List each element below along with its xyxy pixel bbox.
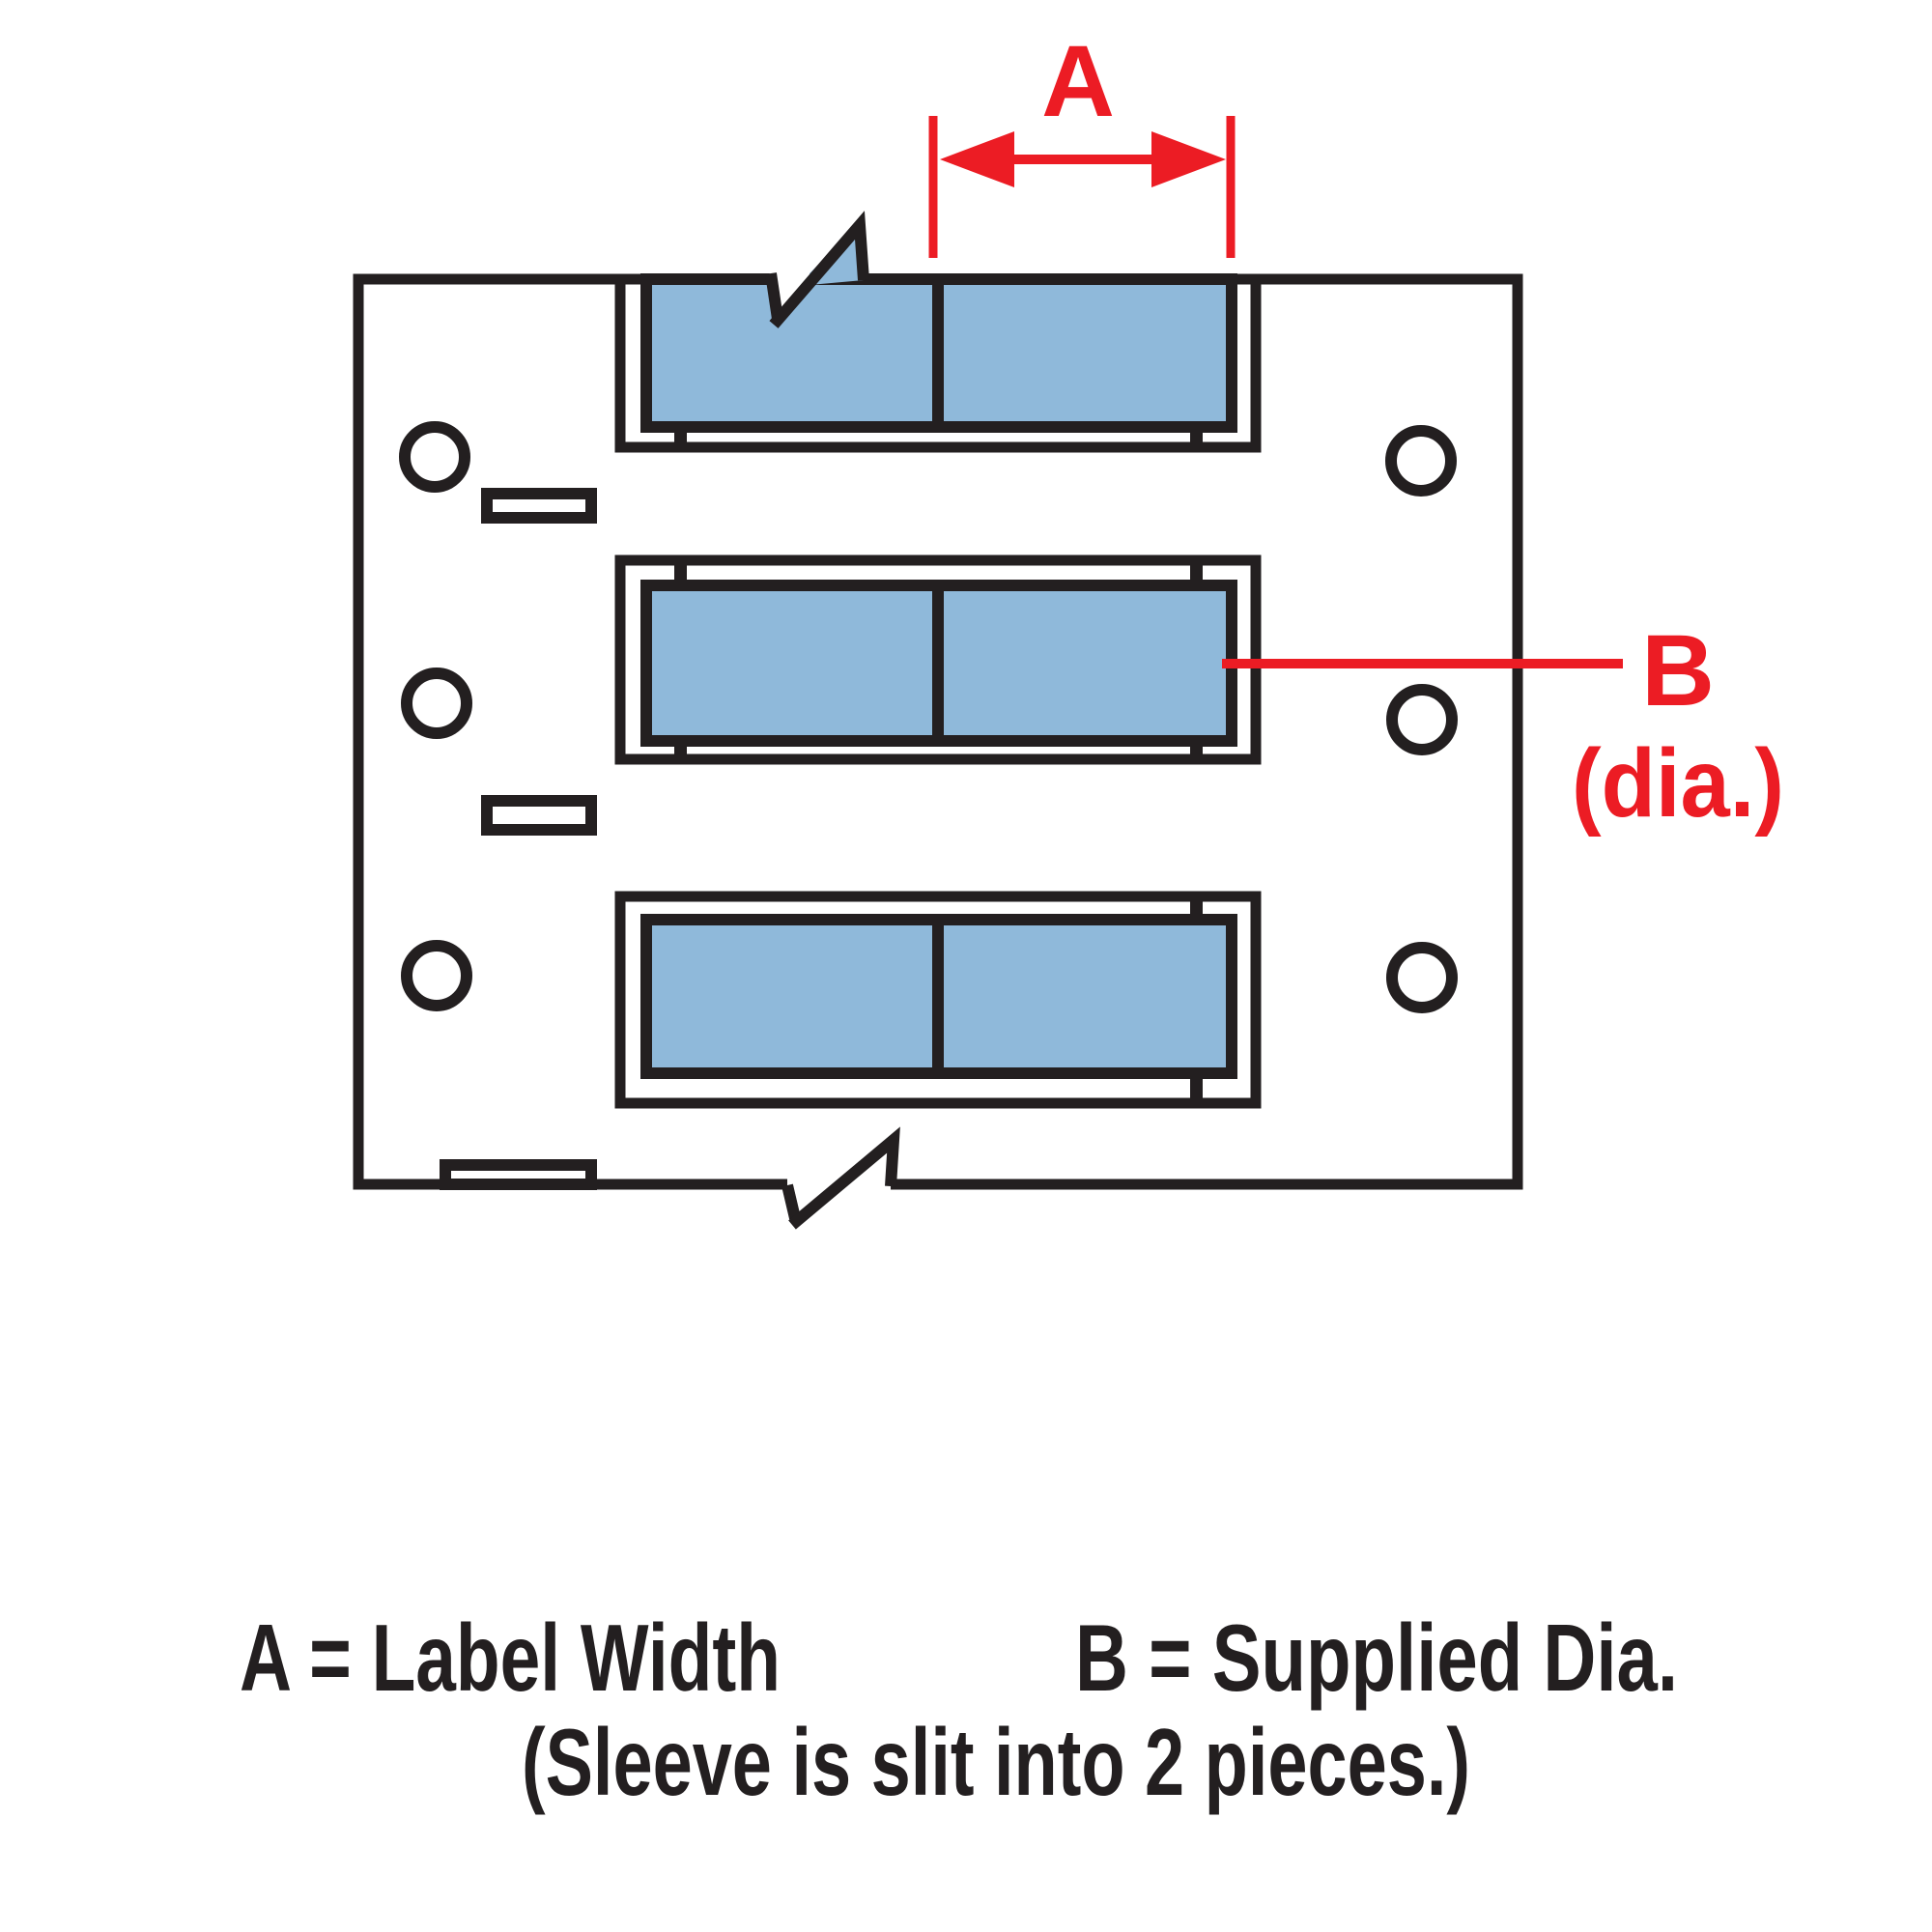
- carrier-tab: [1190, 427, 1203, 447]
- feed-hole: [1386, 942, 1458, 1013]
- break-symbol-top: [765, 211, 869, 328]
- carrier-tab: [674, 560, 687, 585]
- dim-b-label: B: [1641, 614, 1715, 727]
- sleeve-row-middle: [614, 554, 1262, 765]
- feed-hole: [401, 668, 472, 739]
- break-line: [769, 211, 869, 328]
- break-symbol-bottom: [781, 1126, 900, 1230]
- sleeve-split-line: [932, 580, 944, 747]
- sleeve-split-line: [932, 914, 944, 1079]
- dimension-b: B (dia.): [1222, 614, 1784, 838]
- carrier-tab: [1190, 1073, 1203, 1103]
- legend-a-definition: A = Label Width: [240, 1605, 781, 1711]
- dim-b-sub-label: (dia.): [1572, 729, 1784, 838]
- registration-slot: [481, 488, 597, 524]
- legend: A = Label Width B = Supplied Dia. (Sleev…: [240, 1605, 1678, 1815]
- break-line: [788, 1126, 900, 1230]
- sleeve-split-line: [932, 273, 944, 433]
- sleeve-frame: [614, 274, 1262, 453]
- carrier-tab: [1190, 896, 1203, 920]
- dim-a-arrowhead-left: [940, 131, 1014, 187]
- carrier-tab: [1190, 560, 1203, 585]
- feed-hole: [1385, 425, 1457, 497]
- registration-slot: [440, 1159, 597, 1190]
- feed-hole: [401, 940, 472, 1011]
- break-line: [765, 272, 783, 320]
- dim-a-arrowhead-right: [1151, 131, 1226, 187]
- break-line: [781, 1183, 801, 1220]
- legend-note: (Sleeve is slit into 2 pieces.): [522, 1709, 1470, 1815]
- registration-slot: [481, 795, 597, 836]
- feed-hole: [399, 421, 470, 493]
- dimension-a: A: [928, 25, 1236, 258]
- sleeve-row-bottom: [614, 891, 1262, 1109]
- carrier-tab: [1190, 741, 1203, 759]
- carrier-tab: [674, 741, 687, 759]
- feed-hole: [1386, 684, 1458, 755]
- sleeve-row-top: [614, 273, 1262, 453]
- legend-b-definition: B = Supplied Dia.: [1075, 1605, 1678, 1711]
- dim-a-label: A: [1041, 25, 1115, 138]
- carrier-tab: [674, 427, 687, 447]
